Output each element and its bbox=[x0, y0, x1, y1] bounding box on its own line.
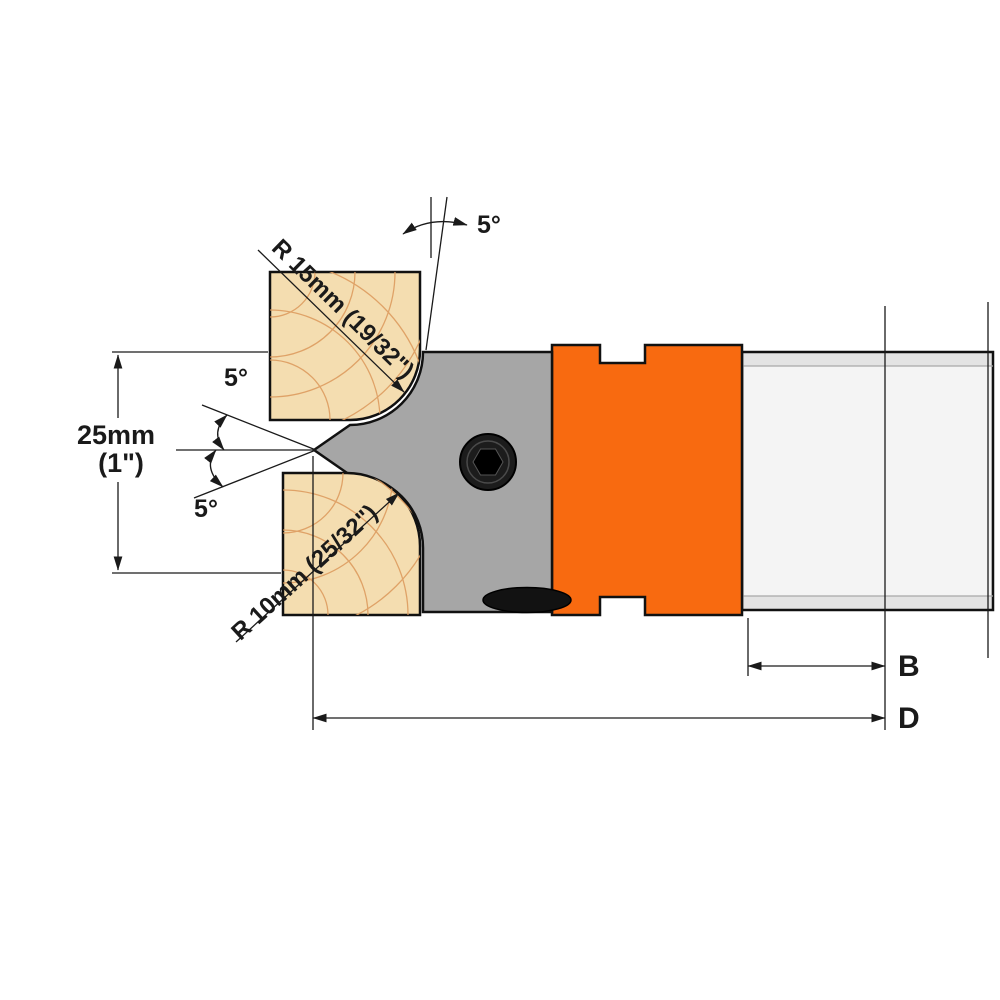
shear-angle-arc bbox=[402, 217, 468, 235]
knife-insert bbox=[482, 586, 572, 614]
hex-socket-icon bbox=[472, 448, 504, 476]
arbor-shaft-turn-lines bbox=[742, 365, 993, 597]
clearance-top-arc bbox=[212, 414, 228, 451]
clearance-top-line bbox=[201, 404, 317, 451]
dimensions bbox=[112, 196, 989, 730]
arbor-shaft bbox=[740, 350, 995, 612]
clearance-bottom-line bbox=[193, 449, 317, 499]
radius-top-leader bbox=[257, 249, 405, 393]
clearance-bottom-label: 5° bbox=[194, 495, 218, 523]
hex-screw bbox=[459, 433, 517, 491]
clearance-bottom-arc bbox=[204, 449, 224, 488]
dim-d-label: D bbox=[898, 702, 920, 735]
shear-angle-label: 5° bbox=[477, 211, 501, 239]
arbor-shaft-highlight bbox=[744, 366, 991, 596]
wood-top bbox=[268, 270, 422, 422]
shear-angle-line bbox=[425, 196, 448, 351]
dim-b-label: B bbox=[898, 650, 920, 683]
wood-bottom bbox=[281, 471, 422, 617]
height-label-mm: 25mm bbox=[77, 420, 155, 450]
hex-screw-ring bbox=[466, 440, 510, 484]
radius-bottom-leader bbox=[235, 492, 400, 643]
clearance-top-label: 5° bbox=[224, 364, 248, 392]
height-label-inch: (1") bbox=[98, 448, 144, 478]
clamp-nut bbox=[550, 343, 744, 617]
